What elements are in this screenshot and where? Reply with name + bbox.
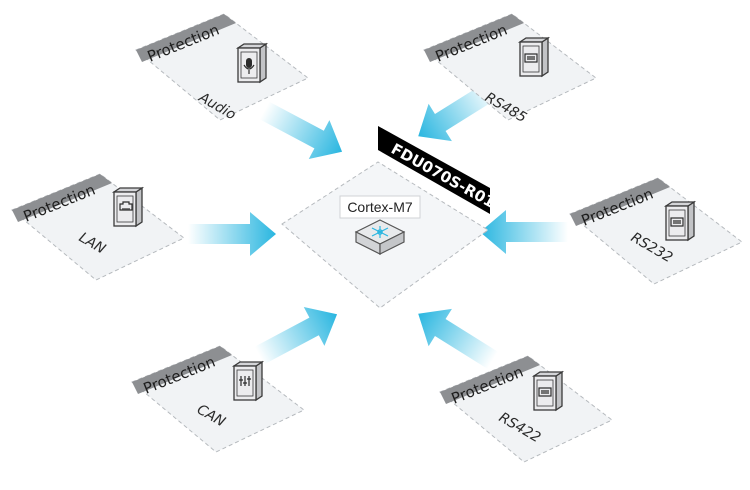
chip-icon bbox=[354, 219, 406, 255]
interface-rs422: Protection RS422 bbox=[439, 355, 613, 463]
can-connector-icon bbox=[233, 361, 263, 401]
interface-lan: Protection LAN bbox=[11, 173, 185, 281]
processor-label: Cortex-M7 bbox=[347, 199, 413, 215]
arrow-can bbox=[254, 307, 338, 365]
arrow-rs485 bbox=[418, 81, 499, 142]
processor-label-box bbox=[339, 195, 421, 219]
interface-audio: Protection Audio bbox=[135, 13, 309, 123]
microphone-icon bbox=[237, 43, 267, 83]
ethernet-port-icon bbox=[113, 187, 143, 227]
interface-can: Protection CAN bbox=[131, 345, 305, 453]
arrow-rs422 bbox=[418, 308, 499, 369]
arrow-lan bbox=[188, 212, 276, 256]
arrow-rs232 bbox=[480, 210, 568, 254]
serial-connector-icon bbox=[665, 201, 695, 241]
serial-connector-icon bbox=[533, 371, 563, 411]
serial-connector-icon bbox=[519, 37, 549, 77]
interface-rs232: Protection RS232 bbox=[569, 177, 743, 285]
arrow-audio bbox=[259, 101, 343, 159]
